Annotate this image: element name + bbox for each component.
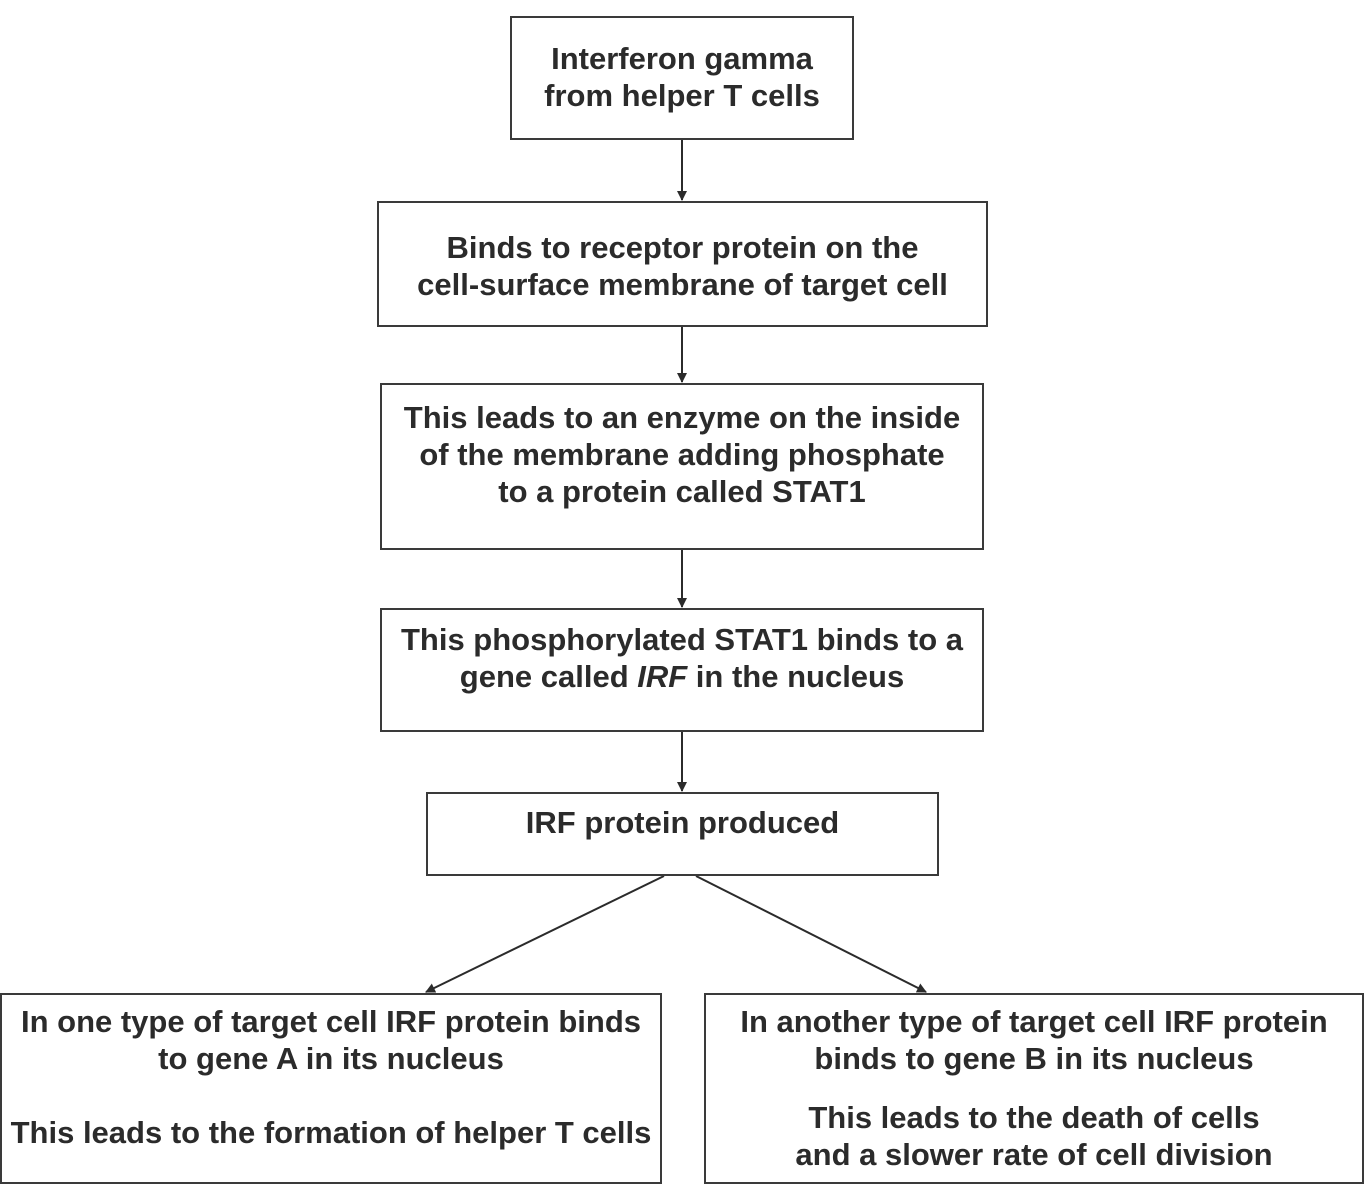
box-outcome-line: and a slower rate of cell division [795, 1137, 1273, 1172]
box-spacer [706, 1077, 1362, 1099]
gene-b-outcome-box: In another type of target cell IRF prote… [704, 993, 1364, 1184]
receptor-binding-box: Binds to receptor protein on the cell-su… [377, 201, 988, 327]
interferon-gamma-box: Interferon gamma from helper T cells [510, 16, 854, 140]
irf-protein-box: IRF protein produced [426, 792, 939, 876]
box-text-fragment: in the nucleus [687, 659, 905, 694]
stat1-binding-box: This phosphorylated STAT1 binds to a gen… [380, 608, 984, 732]
box-text-line: IRF protein produced [525, 805, 840, 840]
box-text-line: of the membrane adding phosphate [419, 437, 945, 472]
box-outcome-line: This leads to the formation of helper T … [10, 1115, 652, 1150]
box-text-line: In one type of target cell IRF protein b… [20, 1004, 642, 1039]
arrow-box5-to-box6 [425, 875, 665, 993]
box-text-line: This phosphorylated STAT1 binds to a [400, 622, 964, 657]
arrow-box5-to-box7 [695, 875, 927, 993]
box-spacer [2, 1077, 660, 1114]
box-text-line: binds to gene B in its nucleus [814, 1041, 1254, 1076]
gene-a-outcome-box: In one type of target cell IRF protein b… [0, 993, 662, 1184]
box-text-line: to a protein called STAT1 [498, 474, 866, 509]
box-text-line: This leads to an enzyme on the inside [403, 400, 961, 435]
box-outcome-line: This leads to the death of cells [808, 1100, 1260, 1135]
box-text-fragment: gene called [459, 659, 638, 694]
box-text-line: gene called IRF in the nucleus [382, 658, 982, 695]
box-text-line: Binds to receptor protein on the [446, 230, 919, 265]
box-text-line: In another type of target cell IRF prote… [740, 1004, 1328, 1039]
gene-name-italic: IRF [637, 659, 688, 694]
box-text-line: to gene A in its nucleus [158, 1041, 504, 1076]
box-text-line: from helper T cells [544, 78, 820, 113]
enzyme-phosphorylation-box: This leads to an enzyme on the inside of… [380, 383, 984, 550]
box-text-line: Interferon gamma [551, 41, 813, 76]
box-text-line: cell-surface membrane of target cell [417, 267, 948, 302]
